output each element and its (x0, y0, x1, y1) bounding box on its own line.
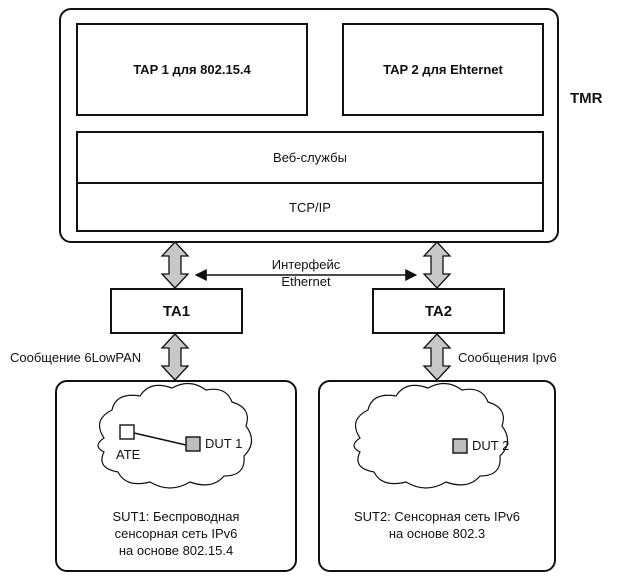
tap1-label: TAP 1 для 802.15.4 (133, 62, 251, 77)
dut2-label: DUT 2 (472, 438, 510, 453)
sut2-caption: SUT2: Сенсорная сеть IPv6 на основе 802.… (322, 508, 552, 542)
ta2-box: TA2 (372, 288, 505, 334)
tap1-box: TAP 1 для 802.15.4 (76, 23, 308, 116)
ta1-label: TA1 (162, 302, 191, 320)
ta1-message-label: Сообщение 6LowPAN (10, 350, 142, 365)
interface-line2: Ethernet (281, 274, 331, 289)
ta2-message-label: Сообщения Ipv6 (458, 350, 557, 365)
sut1-network-cloud (97, 382, 253, 489)
dut1-node (185, 436, 201, 452)
web-services-layer: Веб-службы (76, 131, 544, 184)
sut1-caption: SUT1: Беспроводная сенсорная сеть IPv6 н… (60, 508, 292, 559)
tmr-ta2-arrow (422, 241, 452, 289)
sut2-network-cloud (353, 382, 509, 489)
sut2-caption-line2: на основе 802.3 (388, 526, 486, 541)
ethernet-interface-label: Интерфейс Ethernet (256, 256, 356, 290)
ate-node (119, 424, 135, 440)
ta2-sut2-arrow (422, 333, 452, 381)
sut1-caption-line3: на основе 802.15.4 (118, 543, 234, 558)
ate-label: ATE (116, 447, 141, 462)
tcpip-label: TCP/IP (289, 199, 331, 215)
tap2-box: TAP 2 для Ehternet (342, 23, 544, 116)
ate-dut1-link (133, 432, 187, 446)
ta1-box: TA1 (110, 288, 243, 334)
tcpip-layer: TCP/IP (76, 182, 544, 232)
tap2-label: TAP 2 для Ehternet (383, 62, 503, 77)
ta2-label: TA2 (424, 302, 453, 320)
dut2-node (452, 438, 468, 454)
sut1-container (55, 380, 297, 572)
sut1-caption-line2: сенсорная сеть IPv6 (114, 526, 238, 541)
sut2-container (318, 380, 556, 572)
tmr-label: TMR (570, 90, 603, 107)
sut2-caption-line1: SUT2: Сенсорная сеть IPv6 (353, 509, 521, 524)
ta1-sut1-arrow (160, 333, 190, 381)
interface-line1: Интерфейс (271, 257, 341, 272)
sut1-caption-line1: SUT1: Беспроводная (112, 509, 240, 524)
tmr-ta1-arrow (160, 241, 190, 289)
dut1-label: DUT 1 (205, 436, 243, 451)
web-services-label: Веб-службы (273, 150, 347, 165)
